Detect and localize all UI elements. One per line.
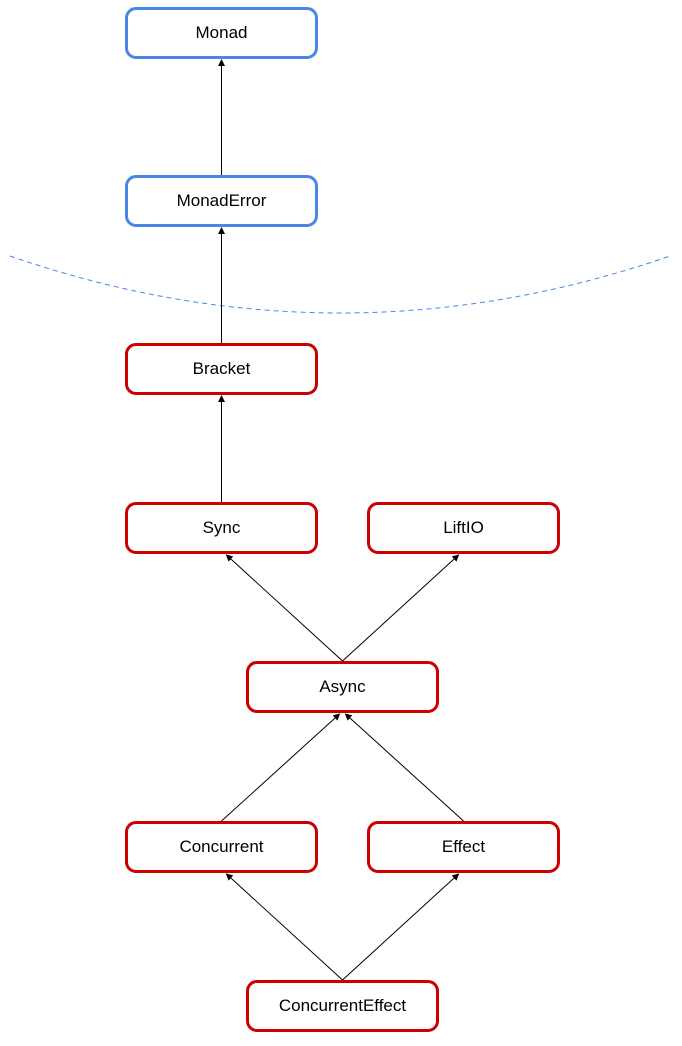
concurrent-effect-node: ConcurrentEffect [246, 980, 439, 1032]
concurrent-node: Concurrent [125, 821, 318, 873]
liftio-label: LiftIO [443, 518, 484, 537]
edge-concurrent-to-async [221, 713, 341, 822]
async-label: Async [319, 677, 366, 696]
concurrent-effect-label: ConcurrentEffect [278, 996, 407, 1015]
monad-node: Monad [125, 7, 318, 59]
concurrent-label: Concurrent [179, 837, 264, 856]
liftio-node: LiftIO [367, 502, 560, 554]
bracket-label: Bracket [192, 359, 251, 378]
sync-label: Sync [202, 518, 241, 537]
divider-line [9, 255, 671, 314]
sync-node: Sync [125, 502, 318, 554]
effect-label: Effect [441, 837, 486, 856]
edge-effect-to-async [344, 713, 464, 822]
monad-label: Monad [195, 23, 248, 42]
monad-error-node: MonadError [125, 175, 318, 227]
edge-async-to-sync [225, 554, 343, 662]
bracket-node: Bracket [125, 343, 318, 395]
async-node: Async [246, 661, 439, 713]
edge-concurrenteffect-to-concurrent [225, 873, 343, 981]
edge-async-to-liftio [342, 554, 460, 662]
edge-concurrenteffect-to-effect [342, 873, 460, 981]
monad-error-label: MonadError [176, 191, 267, 210]
effect-node: Effect [367, 821, 560, 873]
